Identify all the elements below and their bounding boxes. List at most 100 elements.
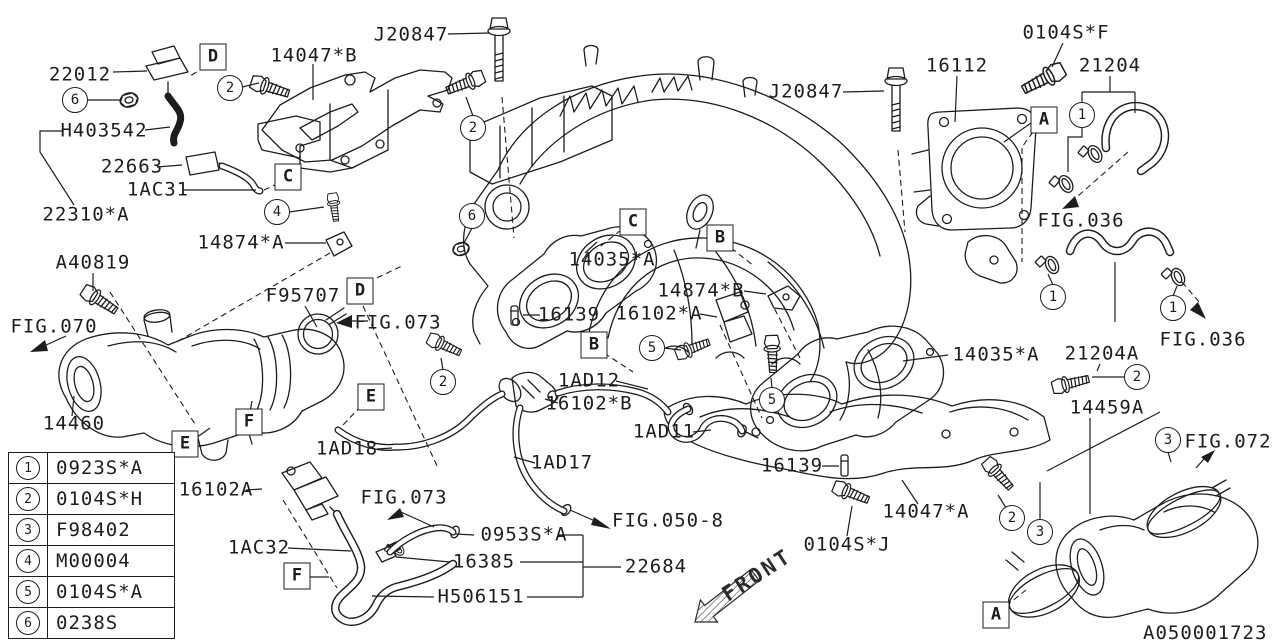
fig050-arrow-icon [591,517,611,529]
part-number-label-0104S*F: 0104S*F [1022,21,1110,44]
legend-circled-number: 2 [16,487,40,511]
part-number-label-1AD18: 1AD18 [315,437,379,460]
part-number-label-16139: 16139 [537,303,601,326]
legend-circled-number: 3 [16,518,40,542]
part-number-label-14459A: 14459A [1069,396,1145,419]
legend-code-cell: 0238S [56,612,119,634]
boxed-callout-F: F [283,562,311,590]
legend-circled-number: 6 [16,611,40,635]
circled-callout-5: 5 [639,335,665,361]
part-number-label-16112: 16112 [925,54,989,77]
part-number-label-16102*A: 16102*A [615,302,703,325]
legend-num-cell: 5 [9,577,48,607]
part-number-label-22663: 22663 [100,155,164,178]
part-number-label-22012: 22012 [48,63,112,86]
fig-ref-label-FIG.050-8: FIG.050-8 [612,509,724,532]
legend-num-cell: 1 [9,453,48,483]
part-number-label-H506151: H506151 [437,585,525,608]
part-number-label-0104S*J: 0104S*J [803,533,891,556]
legend-num-cell: 6 [9,608,48,638]
circled-callout-6: 6 [459,203,485,229]
fig073-upper-arrow-icon [336,315,352,328]
legend-code-cell: 0104S*A [56,581,144,603]
circled-callout-2: 2 [999,505,1025,531]
boxed-callout-E: E [357,383,385,411]
part-number-label-14460: 14460 [42,412,106,435]
legend-row-4: 4 M00004 [9,545,174,576]
legend-circled-number: 5 [16,580,40,604]
boxed-callout-A: A [982,601,1010,629]
part-number-label-22310*A: 22310*A [42,203,130,226]
fig-arrows [30,196,1215,529]
boxed-callout-C: C [274,163,302,191]
legend-row-3: 3 F98402 [9,514,174,545]
fig-ref-label-FIG.073: FIG.073 [354,311,442,334]
circled-callout-1: 1 [1160,295,1186,321]
part-number-label-14874*A: 14874*A [197,231,285,254]
fig072-arrow-icon [1201,450,1215,463]
part-number-label-16102A: 16102A [178,478,254,501]
part-number-label-14035*A: 14035*A [952,343,1040,366]
legend-row-1: 1 0923S*A [9,453,174,483]
part-number-label-0953S*A: 0953S*A [480,523,568,546]
fig036-upper-arrow-icon [1062,196,1079,209]
part-number-label-1AD12: 1AD12 [557,369,621,392]
circled-callout-2: 2 [430,369,456,395]
legend-code-cell: F98402 [56,519,131,541]
fig-ref-label-FIG.073: FIG.073 [360,486,448,509]
legend-code-cell: M00004 [56,550,131,572]
part-number-label-14047*A: 14047*A [882,500,970,523]
boxed-callout-B: B [580,331,608,359]
fig070-arrow-icon [30,340,48,352]
circled-callout-6: 6 [62,87,88,113]
circled-callout-2: 2 [1124,364,1150,390]
boxed-callout-A: A [1030,106,1058,134]
legend-circled-number: 1 [16,456,40,480]
part-number-label-16385: 16385 [452,550,516,573]
circled-callout-3: 3 [1027,519,1053,545]
part-number-label-F95707: F95707 [265,284,341,307]
circled-callout-3: 3 [1155,427,1181,453]
part-number-label-1AD11: 1AD11 [632,420,696,443]
part-number-label-1AD17: 1AD17 [530,451,594,474]
part-number-label-1AC31: 1AC31 [126,178,190,201]
diagram-code: A050001723 [1143,622,1268,640]
part-number-label-14047*B: 14047*B [270,44,358,67]
boxed-callout-E: E [171,430,199,458]
legend-num-cell: 3 [9,515,48,545]
part-number-label-A40819: A40819 [55,251,131,274]
fig073-lower-arrow-icon [387,508,404,520]
part-number-label-14874*B: 14874*B [657,279,745,302]
boxed-callout-D: D [199,43,227,71]
part-number-label-22684: 22684 [624,555,688,578]
part-number-label-16139: 16139 [760,454,824,477]
leader-lines [39,32,1205,598]
part-number-label-H403542: H403542 [60,119,148,142]
legend-row-6: 6 0238S [9,607,174,638]
fig-ref-label-FIG.072: FIG.072 [1184,430,1272,453]
fig036-lower-arrow-icon [1190,302,1206,319]
part-number-label-21204: 21204 [1078,54,1142,77]
hose-drawing [218,101,1175,626]
fig-ref-label-FIG.036: FIG.036 [1037,209,1125,232]
circled-callout-1: 1 [1040,284,1066,310]
part-number-label-16102*B: 16102*B [545,392,633,415]
fig-ref-label-FIG.070: FIG.070 [10,315,98,338]
legend-num-cell: 2 [9,484,48,514]
boxed-callout-D: D [346,277,374,305]
legend-num-cell: 4 [9,546,48,576]
legend-code-cell: 0923S*A [56,457,144,479]
part-number-label-1AC32: 1AC32 [227,536,291,559]
circled-callout-2: 2 [217,75,243,101]
circled-callout-2: 2 [460,115,486,141]
part-number-label-21204A: 21204A [1064,342,1140,365]
part-number-label-J20847: J20847 [373,23,449,46]
part-number-label-14035*A: 14035*A [568,248,656,271]
circled-callout-5: 5 [759,387,785,413]
dashed-lines [109,66,1201,607]
legend-row-5: 5 0104S*A [9,576,174,607]
